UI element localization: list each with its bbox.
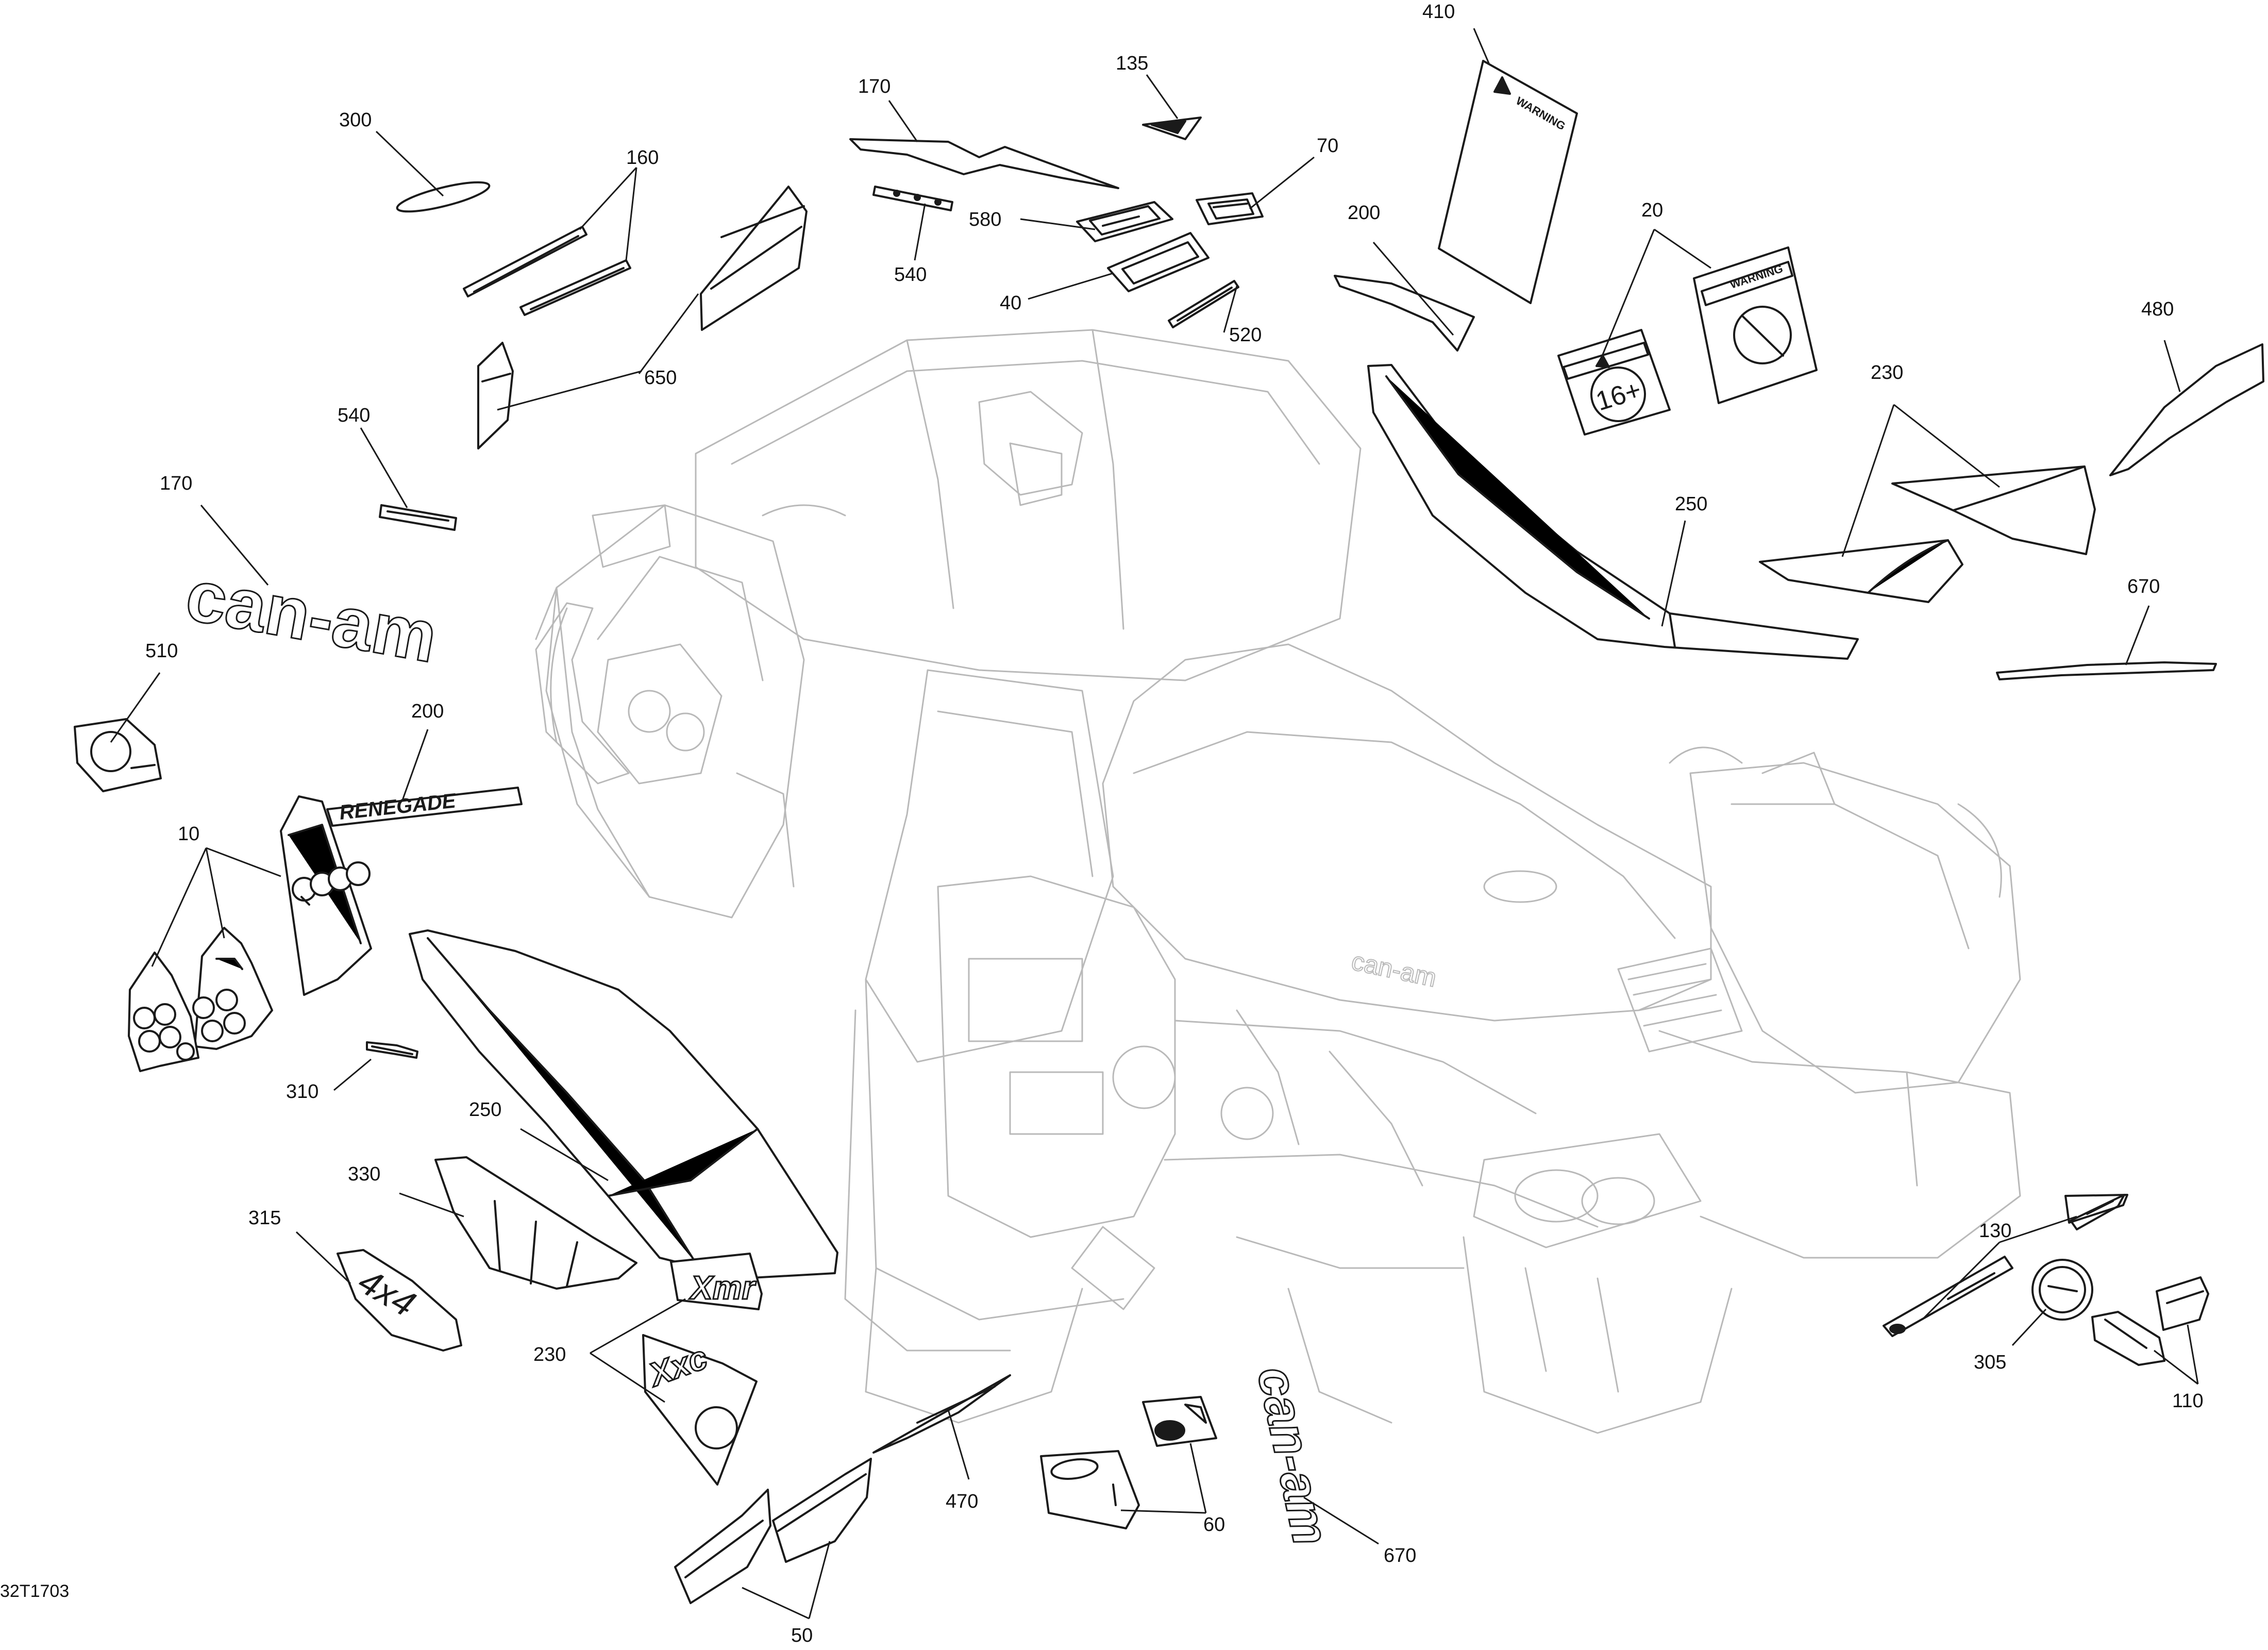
decal-230-xxc: Xxc	[642, 1334, 758, 1486]
svg-text:Xmr: Xmr	[689, 1269, 757, 1306]
decal-315-4x4: 4x4	[337, 1249, 462, 1352]
decal-10	[128, 795, 372, 1072]
callout-10: 10	[178, 823, 199, 845]
warning-triangle-icon	[1493, 76, 1511, 95]
callout-200-left: 200	[411, 701, 444, 722]
callout-230-top: 230	[1871, 362, 1903, 384]
decal-670-can-am-vertical: can-am	[1246, 1361, 1341, 1551]
callout-510: 510	[145, 640, 178, 662]
callout-330: 330	[348, 1163, 380, 1185]
decal-130	[1883, 1194, 2128, 1337]
decal-250-top	[1367, 364, 1859, 660]
callout-470: 470	[946, 1491, 978, 1512]
decal-40	[1107, 232, 1209, 292]
decal-20-age-left: 16+	[1557, 329, 1671, 436]
decal-170-top	[849, 138, 1119, 189]
callout-410: 410	[1422, 1, 1455, 23]
svg-text:can-am: can-am	[1246, 1361, 1340, 1550]
callout-40: 40	[1000, 292, 1021, 314]
callout-labels: 410 135 170 300 160 70 580 540 40 200 20…	[145, 1, 2204, 1646]
callout-110: 110	[2172, 1390, 2204, 1412]
callout-200-top: 200	[1348, 202, 1380, 224]
decal-110	[2091, 1276, 2209, 1366]
decal-160	[463, 226, 631, 316]
callout-540-top: 540	[894, 264, 927, 286]
decal-170-can-am-logo: can-am	[179, 553, 444, 678]
callout-130: 130	[1979, 1220, 2011, 1242]
decal-50	[674, 1458, 872, 1604]
callout-70: 70	[1317, 135, 1338, 157]
callout-50: 50	[791, 1625, 813, 1646]
callout-170-top: 170	[858, 76, 891, 97]
decal-60	[1040, 1396, 1217, 1529]
decal-650	[477, 186, 808, 449]
decal-70	[1196, 192, 1264, 225]
decal-305	[2031, 1259, 2093, 1321]
callout-670-top: 670	[2127, 576, 2160, 597]
decal-300	[396, 181, 491, 213]
callout-540-left: 540	[338, 405, 370, 426]
decal-250-left	[409, 929, 838, 1279]
decal-540-left	[379, 504, 457, 531]
callout-300: 300	[339, 109, 372, 131]
decal-200-renegade: RENEGADE	[326, 787, 523, 827]
decal-540-top	[872, 186, 953, 211]
callout-670-bottom: 670	[1384, 1545, 1416, 1566]
decal-480	[2109, 343, 2264, 476]
callout-520: 520	[1229, 324, 1262, 346]
svg-text:can-am: can-am	[1349, 946, 1439, 992]
decal-520	[1168, 280, 1239, 328]
callout-135: 135	[1116, 53, 1148, 74]
decal-parts: WARNING 16+ WARNING	[74, 60, 2264, 1604]
decal-200-top	[1334, 275, 1475, 352]
callout-20: 20	[1641, 199, 1663, 221]
svg-text:can-am: can-am	[180, 554, 443, 678]
warning-triangle-icon	[1595, 355, 1610, 368]
callout-250-top: 250	[1675, 493, 1707, 515]
decal-20-warning-right: WARNING	[1693, 246, 1818, 404]
decal-670-top	[1996, 661, 2217, 680]
seat-can-am-logo: can-am	[1349, 946, 1440, 993]
callout-170-left: 170	[160, 473, 192, 494]
decal-230-xmr: Xmr	[670, 1253, 763, 1310]
decal-310	[366, 1041, 418, 1059]
leader-lines	[110, 28, 2199, 1620]
decal-510	[74, 718, 162, 792]
callout-230-left: 230	[533, 1344, 566, 1365]
atv-vehicle-outline: can-am	[535, 329, 2021, 1434]
decal-580	[1076, 201, 1173, 242]
decal-410: WARNING	[1438, 60, 1578, 304]
callout-250-left: 250	[469, 1099, 501, 1121]
callout-480: 480	[2141, 298, 2174, 320]
decal-230-top	[1759, 465, 2096, 603]
callout-160: 160	[626, 147, 659, 169]
callout-60: 60	[1203, 1514, 1225, 1536]
callout-310: 310	[286, 1081, 318, 1103]
decal-330	[434, 1156, 637, 1290]
callout-305: 305	[1974, 1352, 2006, 1373]
callout-315: 315	[248, 1207, 281, 1229]
callout-580: 580	[969, 209, 1001, 230]
figure-id: 32T1703	[0, 1581, 69, 1601]
decal-135	[1142, 116, 1202, 140]
decal-470	[872, 1374, 1011, 1454]
callout-650: 650	[644, 367, 677, 389]
